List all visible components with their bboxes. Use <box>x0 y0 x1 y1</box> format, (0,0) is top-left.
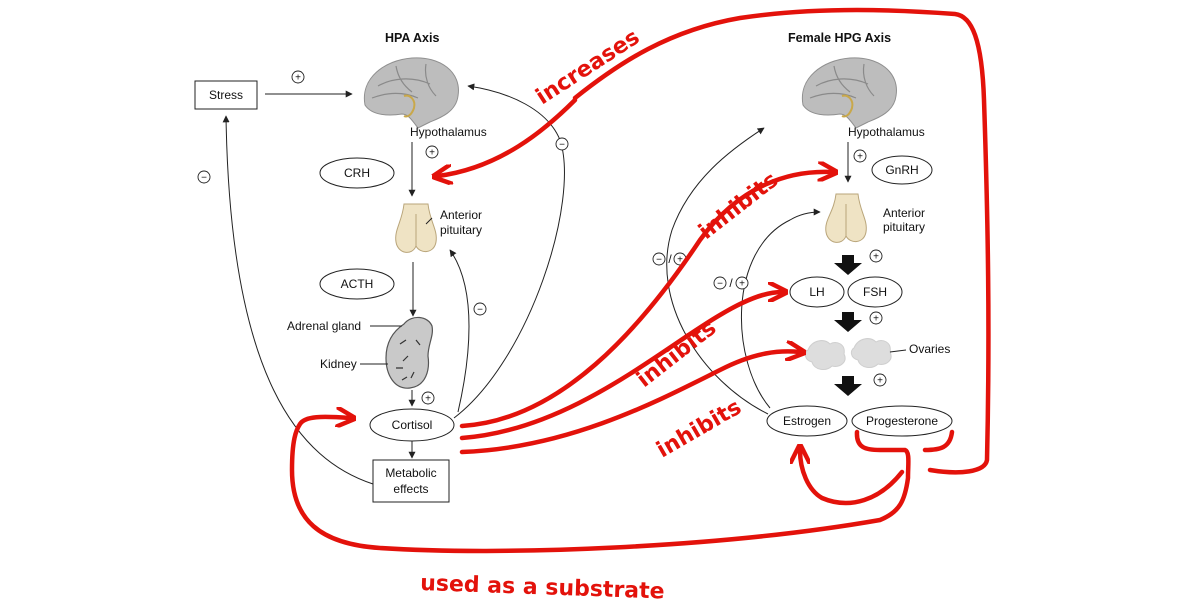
svg-text:+: + <box>429 148 435 159</box>
pituitary-label-hpa: pituitary <box>440 223 482 237</box>
gnrh-ellipse <box>871 155 933 185</box>
kidney-icon <box>385 316 434 389</box>
used-as-substrate-annotation: used as a substrate <box>420 571 665 600</box>
ovaries-label: Ovaries <box>909 342 950 356</box>
lh-label: LH <box>809 285 824 299</box>
plus-sign-hypothalamus-hpa: + <box>425 145 439 159</box>
svg-text:−: − <box>201 173 207 184</box>
svg-text:/: / <box>668 252 672 266</box>
plus-sign-hypothalamus-hpg: + <box>853 149 867 163</box>
red-inhibits-ovaries-arrow <box>459 351 800 455</box>
estrogen-ellipse <box>766 405 848 437</box>
red-progesterone-bracket <box>922 429 955 453</box>
inhibits-annotation-hypothalamus: inhibits <box>694 168 783 245</box>
acth-label: ACTH <box>341 277 374 291</box>
progesterone-label: Progesterone <box>866 414 938 428</box>
svg-text:+: + <box>877 376 883 387</box>
hypothalamus-label-hpa: Hypothalamus <box>410 125 487 139</box>
acth-ellipse <box>319 268 395 300</box>
metabolic-to-stress-feedback <box>222 115 374 485</box>
pituitary-label-hpg: pituitary <box>883 220 925 234</box>
kidney-label: Kidney <box>320 357 357 371</box>
plus-sign-stress: + <box>291 70 305 84</box>
thick-arrow-pituitary-to-lh <box>834 255 862 275</box>
pituitary-icon-hpa <box>395 203 437 253</box>
inhibits-annotation-lh: inhibits <box>632 316 721 393</box>
progesterone-ellipse <box>851 405 953 437</box>
lh-ellipse <box>789 276 845 308</box>
cortisol-label: Cortisol <box>392 418 433 432</box>
stress-box <box>194 80 258 110</box>
fsh-ellipse <box>847 276 903 308</box>
estrogen-to-pituitary-feedback <box>740 208 821 409</box>
red-increases-arrow <box>438 97 578 176</box>
red-inhibits-lh-arrow <box>459 292 782 441</box>
red-progesterone-loop <box>572 7 991 475</box>
effects-label: effects <box>393 482 428 496</box>
inhibits-annotation-ovaries: inhibits <box>653 395 746 463</box>
plus-sign-ovaries: + <box>873 373 887 387</box>
svg-text:+: + <box>857 152 863 163</box>
svg-text:+: + <box>677 255 683 266</box>
estrogen-label: Estrogen <box>783 414 831 428</box>
hpg-axis-title: Female HPG Axis <box>788 31 891 45</box>
hpa-axis-title: HPA Axis <box>385 31 439 45</box>
crh-label: CRH <box>344 166 370 180</box>
anterior-label-hpg: Anterior <box>883 206 925 220</box>
pituitary-icon-hpg <box>825 193 867 243</box>
svg-text:+: + <box>739 279 745 290</box>
svg-text:+: + <box>295 73 301 84</box>
hypothalamus-label-hpg: Hypothalamus <box>848 125 925 139</box>
increases-annotation: increases <box>532 25 645 110</box>
svg-text:+: + <box>425 394 431 405</box>
svg-text:−: − <box>717 279 723 290</box>
red-inhibits-hypothalamus-arrow <box>459 172 832 429</box>
brain-icon <box>363 57 459 129</box>
thick-arrow-ovaries-to-hormones <box>834 376 862 396</box>
ovaries-icon <box>804 338 892 370</box>
gnrh-label: GnRH <box>885 163 918 177</box>
anterior-pointer-hpa <box>425 217 433 225</box>
svg-text:−: − <box>477 305 483 316</box>
minus-plus-sign-pituitary: − / + <box>713 276 749 290</box>
cortisol-to-brain-feedback <box>453 83 565 419</box>
svg-text:/: / <box>729 276 733 290</box>
minus-sign-brain: − <box>555 137 569 151</box>
anterior-label-hpa: Anterior <box>440 208 482 222</box>
stress-label: Stress <box>209 88 243 102</box>
red-substrate-to-estrogen-arrow <box>800 450 905 506</box>
metabolic-effects-box <box>372 459 450 503</box>
cortisol-to-pituitary-feedback <box>449 249 470 413</box>
plus-sign-adrenal: + <box>421 391 435 405</box>
metabolic-label: Metabolic <box>385 466 436 480</box>
minus-sign-pituitary: − <box>473 302 487 316</box>
plus-sign-pituitary-hpg: + <box>869 249 883 263</box>
red-substrate-loop <box>289 417 911 554</box>
brain-icon-hpg <box>801 57 897 129</box>
fsh-label: FSH <box>863 285 887 299</box>
adrenal-gland-label: Adrenal gland <box>287 319 361 333</box>
svg-text:−: − <box>656 255 662 266</box>
crh-ellipse <box>319 157 395 189</box>
plus-sign-lh: + <box>869 311 883 325</box>
svg-text:−: − <box>559 140 565 151</box>
thick-arrow-lh-to-ovaries <box>834 312 862 332</box>
svg-text:+: + <box>873 314 879 325</box>
minus-sign-stress: − <box>197 170 211 184</box>
svg-text:+: + <box>873 252 879 263</box>
estrogen-to-hypothalamus-feedback <box>666 127 769 415</box>
ovaries-pointer <box>889 349 907 353</box>
